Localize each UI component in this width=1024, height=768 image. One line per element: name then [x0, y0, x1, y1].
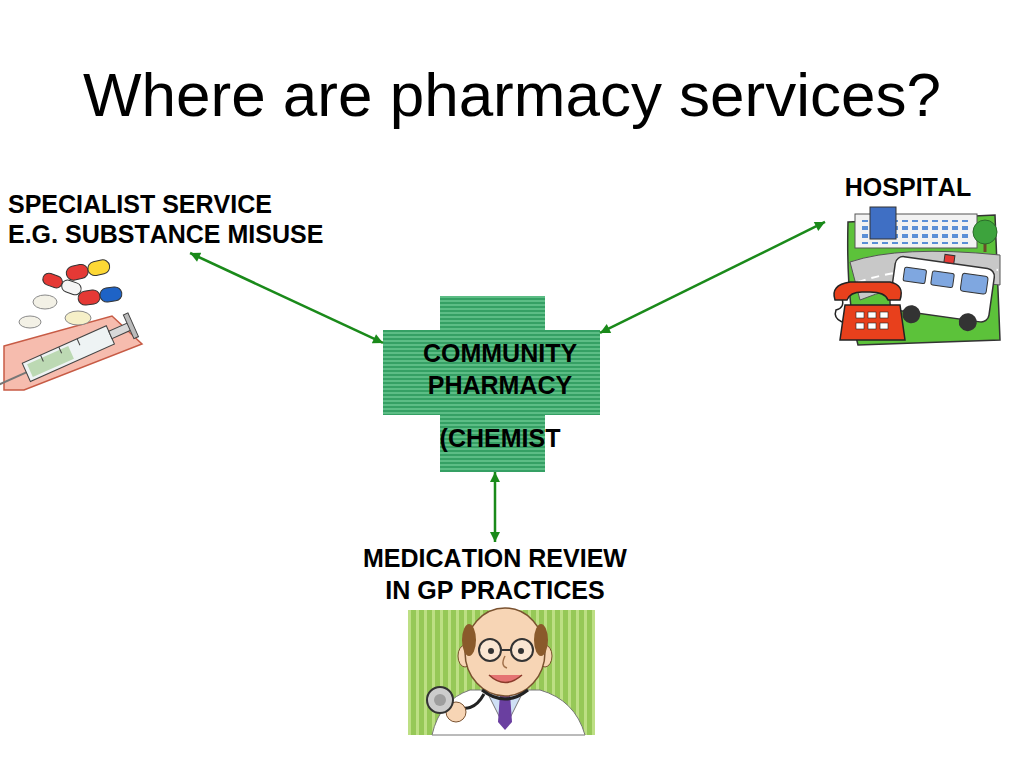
phone-key — [856, 323, 864, 329]
doctor-coat — [432, 690, 585, 735]
phone-base — [840, 305, 905, 340]
syringe-symbol — [0, 313, 138, 397]
doctor-nose — [503, 656, 507, 668]
syringe-mark — [41, 355, 44, 361]
glasses-bridge — [501, 649, 511, 651]
pharmacy-cross-shape — [383, 296, 600, 472]
phone-key — [880, 323, 888, 329]
medicine-clipart — [0, 259, 142, 397]
syringe-mark — [77, 339, 80, 345]
doctor-head — [465, 608, 545, 696]
double-arrow-connector — [190, 253, 383, 343]
capsule-half — [87, 259, 111, 277]
ambulance-window — [931, 271, 955, 288]
syringe-fluid — [27, 346, 74, 377]
doctor-hair — [462, 624, 476, 656]
doctor-eye — [488, 648, 494, 654]
ambulance-window — [960, 273, 988, 294]
capsule-shape — [41, 272, 83, 297]
ambulance-wheel — [901, 304, 921, 324]
phone-handset — [834, 282, 901, 300]
capsule-half — [99, 286, 123, 303]
phone-key — [880, 312, 888, 318]
service-label: HOSPITAL — [825, 172, 1002, 348]
hospital-clipart — [834, 207, 1000, 345]
doctor-hair — [534, 624, 548, 656]
service-label: SPECIALIST SERVICE E.G. SUBSTANCE MISUSE — [8, 189, 328, 253]
node-label: (CHEMIST — [400, 422, 600, 454]
ambulance-symbol — [887, 248, 996, 334]
node-label: SPECIALIST SERVICE E.G. SUBSTANCE MISUSE — [8, 189, 326, 249]
ambulance-light — [944, 254, 955, 263]
tablet-shape — [33, 295, 57, 309]
node-label: COMMUNITY PHARMACY — [400, 337, 600, 401]
pharmacy-cross: COMMUNITY PHARMACY (CHEMIST — [383, 296, 600, 472]
service-label: MEDICATION REVIEW IN GP PRACTICES — [355, 542, 635, 736]
syringe-needle — [0, 372, 26, 384]
glasses-lens — [511, 639, 533, 661]
syringe-mark — [59, 347, 62, 353]
ambulance-wheel — [958, 312, 978, 332]
tablet-shape — [65, 311, 91, 325]
capsule-half — [41, 272, 64, 290]
hospital-tower — [870, 207, 896, 239]
slide-title: Where are pharmacy services? — [0, 64, 1024, 126]
phone-key — [868, 312, 876, 318]
tablet-shape — [19, 316, 41, 328]
phone-key — [868, 323, 876, 329]
doctor-eye — [518, 648, 524, 654]
doctor-clipart — [408, 608, 595, 735]
glasses-lens — [479, 639, 501, 661]
tray-shape — [4, 316, 142, 390]
node-label: HOSPITAL — [828, 172, 988, 202]
capsule-shape — [77, 286, 123, 306]
stethoscope-tube — [482, 690, 528, 699]
capsule-shape — [65, 259, 111, 282]
doctor-mouth — [489, 675, 522, 683]
tree-symbol — [973, 220, 997, 244]
capsule-half — [65, 263, 89, 281]
node-label: MEDICATION REVIEW IN GP PRACTICES — [355, 542, 635, 606]
ambulance-window — [903, 267, 927, 284]
stethoscope-chestpiece — [427, 687, 453, 713]
syringe-barrel — [22, 326, 114, 382]
double-arrow-connector — [600, 222, 825, 333]
stethoscope-diaphragm — [434, 694, 446, 706]
double-arrow-connector — [494, 472, 497, 542]
phone-key — [856, 312, 864, 318]
capsule-half — [60, 278, 83, 296]
syringe-flange — [123, 313, 138, 339]
